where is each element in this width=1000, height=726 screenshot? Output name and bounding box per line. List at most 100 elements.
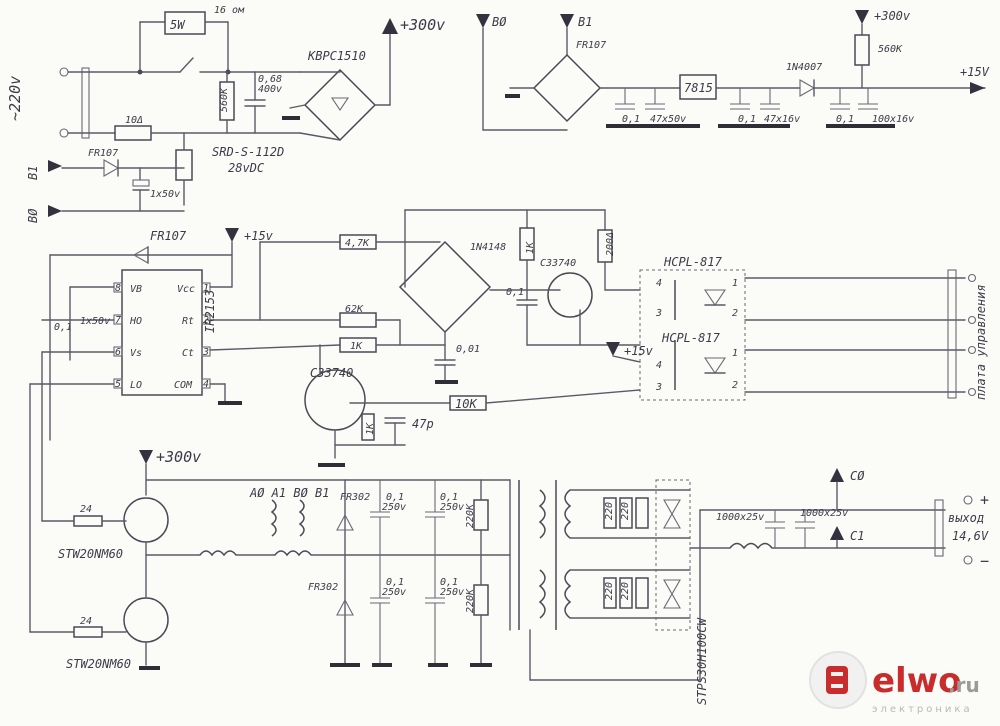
label-opto-pin-1a: 1 <box>732 278 738 289</box>
label-1k-top: 1K <box>525 241 536 254</box>
label-250d: 250v <box>440 587 464 598</box>
label-opto-pin-3b: 3 <box>655 382 662 393</box>
diode-fr302-a <box>336 513 354 531</box>
label-24b: 24 <box>80 616 92 627</box>
mosfet-high <box>123 497 169 543</box>
resistor-560k-right <box>854 34 870 66</box>
label-7815: 7815 <box>684 81 713 95</box>
label-stps: STPS30H100CW <box>695 617 709 705</box>
label-relay-v: 28vDC <box>228 161 265 175</box>
label-c01-250a: 0,1 <box>386 492 404 503</box>
label-300v-right: +300v <box>874 9 911 23</box>
label-b0-top: BØ <box>492 15 507 29</box>
label-opto-pin-2a: 2 <box>732 308 738 319</box>
label-opto-pin-4b: 4 <box>656 360 662 371</box>
label-fr107-mid: FR107 <box>150 229 187 243</box>
label-24a: 24 <box>80 504 92 515</box>
arrow-b0-top <box>476 14 490 28</box>
elwo-logo: elwo .ru электроника <box>809 651 980 715</box>
label-c01-ic: 0,1 <box>54 322 72 333</box>
logo-ru: .ru <box>948 673 980 697</box>
label-b0-left: BØ <box>26 208 40 223</box>
label-fr107-top: FR107 <box>576 40 606 51</box>
terminal-out-minus <box>963 555 973 565</box>
label-pin-3: 3 <box>202 347 209 358</box>
label-c100x16: 100x16v <box>872 114 914 125</box>
label-mosfet-b: STW20NM60 <box>66 657 131 671</box>
transformer-secondary-2 <box>564 569 572 619</box>
label-pin-ho: HO <box>129 316 142 327</box>
optocoupler-block <box>639 269 746 401</box>
diode-1n4007 <box>799 79 816 97</box>
transistor-c33740-top <box>547 272 593 318</box>
schematic-labels: ~220v 5W 16 ом KBPC1510 +300v 0,68 400v … <box>6 5 990 705</box>
label-c47x50: 47x50v <box>650 114 686 125</box>
label-a0a1b0b1: AØ A1 BØ B1 <box>249 486 329 500</box>
label-62k: 62K <box>345 304 364 315</box>
label-c33740-top: C33740 <box>540 258 576 269</box>
transformer-secondary-1 <box>564 489 572 539</box>
resistor-24-b <box>73 626 103 638</box>
label-c01b: 0,1 <box>738 114 756 125</box>
label-560k-left: 560K <box>219 87 230 112</box>
label-opto-pin-3a: 3 <box>655 308 662 319</box>
control-section <box>29 209 977 633</box>
ic-ir2153 <box>121 269 203 396</box>
terminal-mains-a <box>59 67 69 77</box>
terminal-ctrl-3 <box>967 345 977 355</box>
resistor-24-a <box>73 515 103 527</box>
label-c1: C1 <box>850 529 864 543</box>
label-c1000b: 1000x25v <box>800 508 848 519</box>
label-cap-400v: 400v <box>258 84 282 95</box>
label-300v-top: +300v <box>400 16 445 34</box>
label-pin-rt: Rt <box>182 316 194 327</box>
label-pin-4: 4 <box>203 379 209 390</box>
label-c01-250d: 0,1 <box>440 577 458 588</box>
label-opto-pin-4a: 4 <box>656 278 662 289</box>
resistor-220k-b <box>473 584 489 616</box>
arrow-c1 <box>830 526 844 540</box>
label-220-d: 220 <box>620 582 631 600</box>
mains-input-section <box>48 11 398 217</box>
label-c001: 0,01 <box>456 344 480 355</box>
label-opto-pin-1b: 1 <box>732 348 738 359</box>
label-fr302-b: FR302 <box>308 582 338 593</box>
terminal-ctrl-4 <box>967 387 977 397</box>
transformer-sense-b <box>298 499 305 537</box>
label-c01-mid: 0,1 <box>506 287 524 298</box>
relay-switch-contact <box>179 57 194 73</box>
label-pin-5: 5 <box>115 379 121 390</box>
label-kbpc1510: KBPC1510 <box>307 49 366 63</box>
label-1k-bot: 1K <box>365 422 376 435</box>
transformer-primary-1 <box>538 489 546 539</box>
arrow-b1-top <box>560 14 574 28</box>
label-560k-right: 560K <box>878 44 903 55</box>
resistor-10a <box>114 125 152 141</box>
label-c47x16a: 47x16v <box>764 114 800 125</box>
label-c01c: 0,1 <box>836 114 854 125</box>
label-16om: 16 ом <box>214 5 245 16</box>
label-mains: ~220v <box>6 76 24 121</box>
label-pin-vb: VB <box>130 284 142 295</box>
label-out: выход <box>948 511 984 525</box>
ctrl-board-connector <box>947 269 957 399</box>
label-b1-left: B1 <box>26 166 40 180</box>
label-250a: 250v <box>382 502 406 513</box>
label-47k: 4,7K <box>345 238 370 249</box>
label-out-minus: − <box>980 552 989 570</box>
label-15v-opto: +15v <box>624 344 654 358</box>
diode-fr302-b <box>336 598 354 616</box>
resistor-220k-a <box>473 499 489 531</box>
label-fr302-a: FR302 <box>340 492 370 503</box>
label-220-c: 220 <box>604 582 615 600</box>
label-250b: 250v <box>440 502 464 513</box>
label-ctrl-board: плата управления <box>974 284 988 400</box>
label-300v-bot: +300v <box>156 448 201 466</box>
resistor-1k-bot <box>361 413 375 441</box>
terminal-ctrl-2 <box>967 315 977 325</box>
regulator-7815 <box>679 74 717 100</box>
label-c0: CØ <box>850 469 865 483</box>
cap-1x50-a <box>132 179 150 187</box>
label-c1000a: 1000x25v <box>716 512 764 523</box>
